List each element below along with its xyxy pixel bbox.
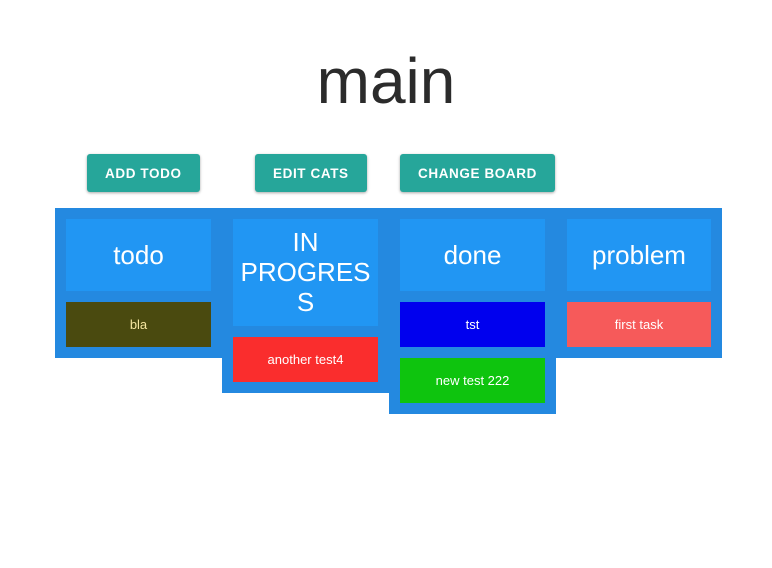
edit-cats-button[interactable]: EDIT CATS: [255, 154, 367, 192]
column-header-in-progress[interactable]: IN PROGRESS: [233, 219, 378, 326]
add-todo-button[interactable]: ADD TODO: [87, 154, 200, 192]
toolbar: ADD TODO EDIT CATS CHANGE BOARD: [55, 154, 722, 194]
task-card[interactable]: new test 222: [400, 358, 545, 403]
column-header-todo[interactable]: todo: [66, 219, 211, 291]
change-board-button[interactable]: CHANGE BOARD: [400, 154, 555, 192]
board-column-todo: todo bla: [55, 208, 222, 358]
task-card[interactable]: first task: [567, 302, 711, 347]
page-title: main: [316, 45, 456, 117]
task-card[interactable]: tst: [400, 302, 545, 347]
board-column-done: done tst new test 222: [389, 208, 556, 414]
board: todo bla IN PROGRESS another test4 done …: [55, 208, 722, 414]
column-header-done[interactable]: done: [400, 219, 545, 291]
board-column-in-progress: IN PROGRESS another test4: [222, 208, 389, 393]
board-column-problem: problem first task: [556, 208, 722, 358]
task-card[interactable]: another test4: [233, 337, 378, 382]
column-header-problem[interactable]: problem: [567, 219, 711, 291]
task-card[interactable]: bla: [66, 302, 211, 347]
